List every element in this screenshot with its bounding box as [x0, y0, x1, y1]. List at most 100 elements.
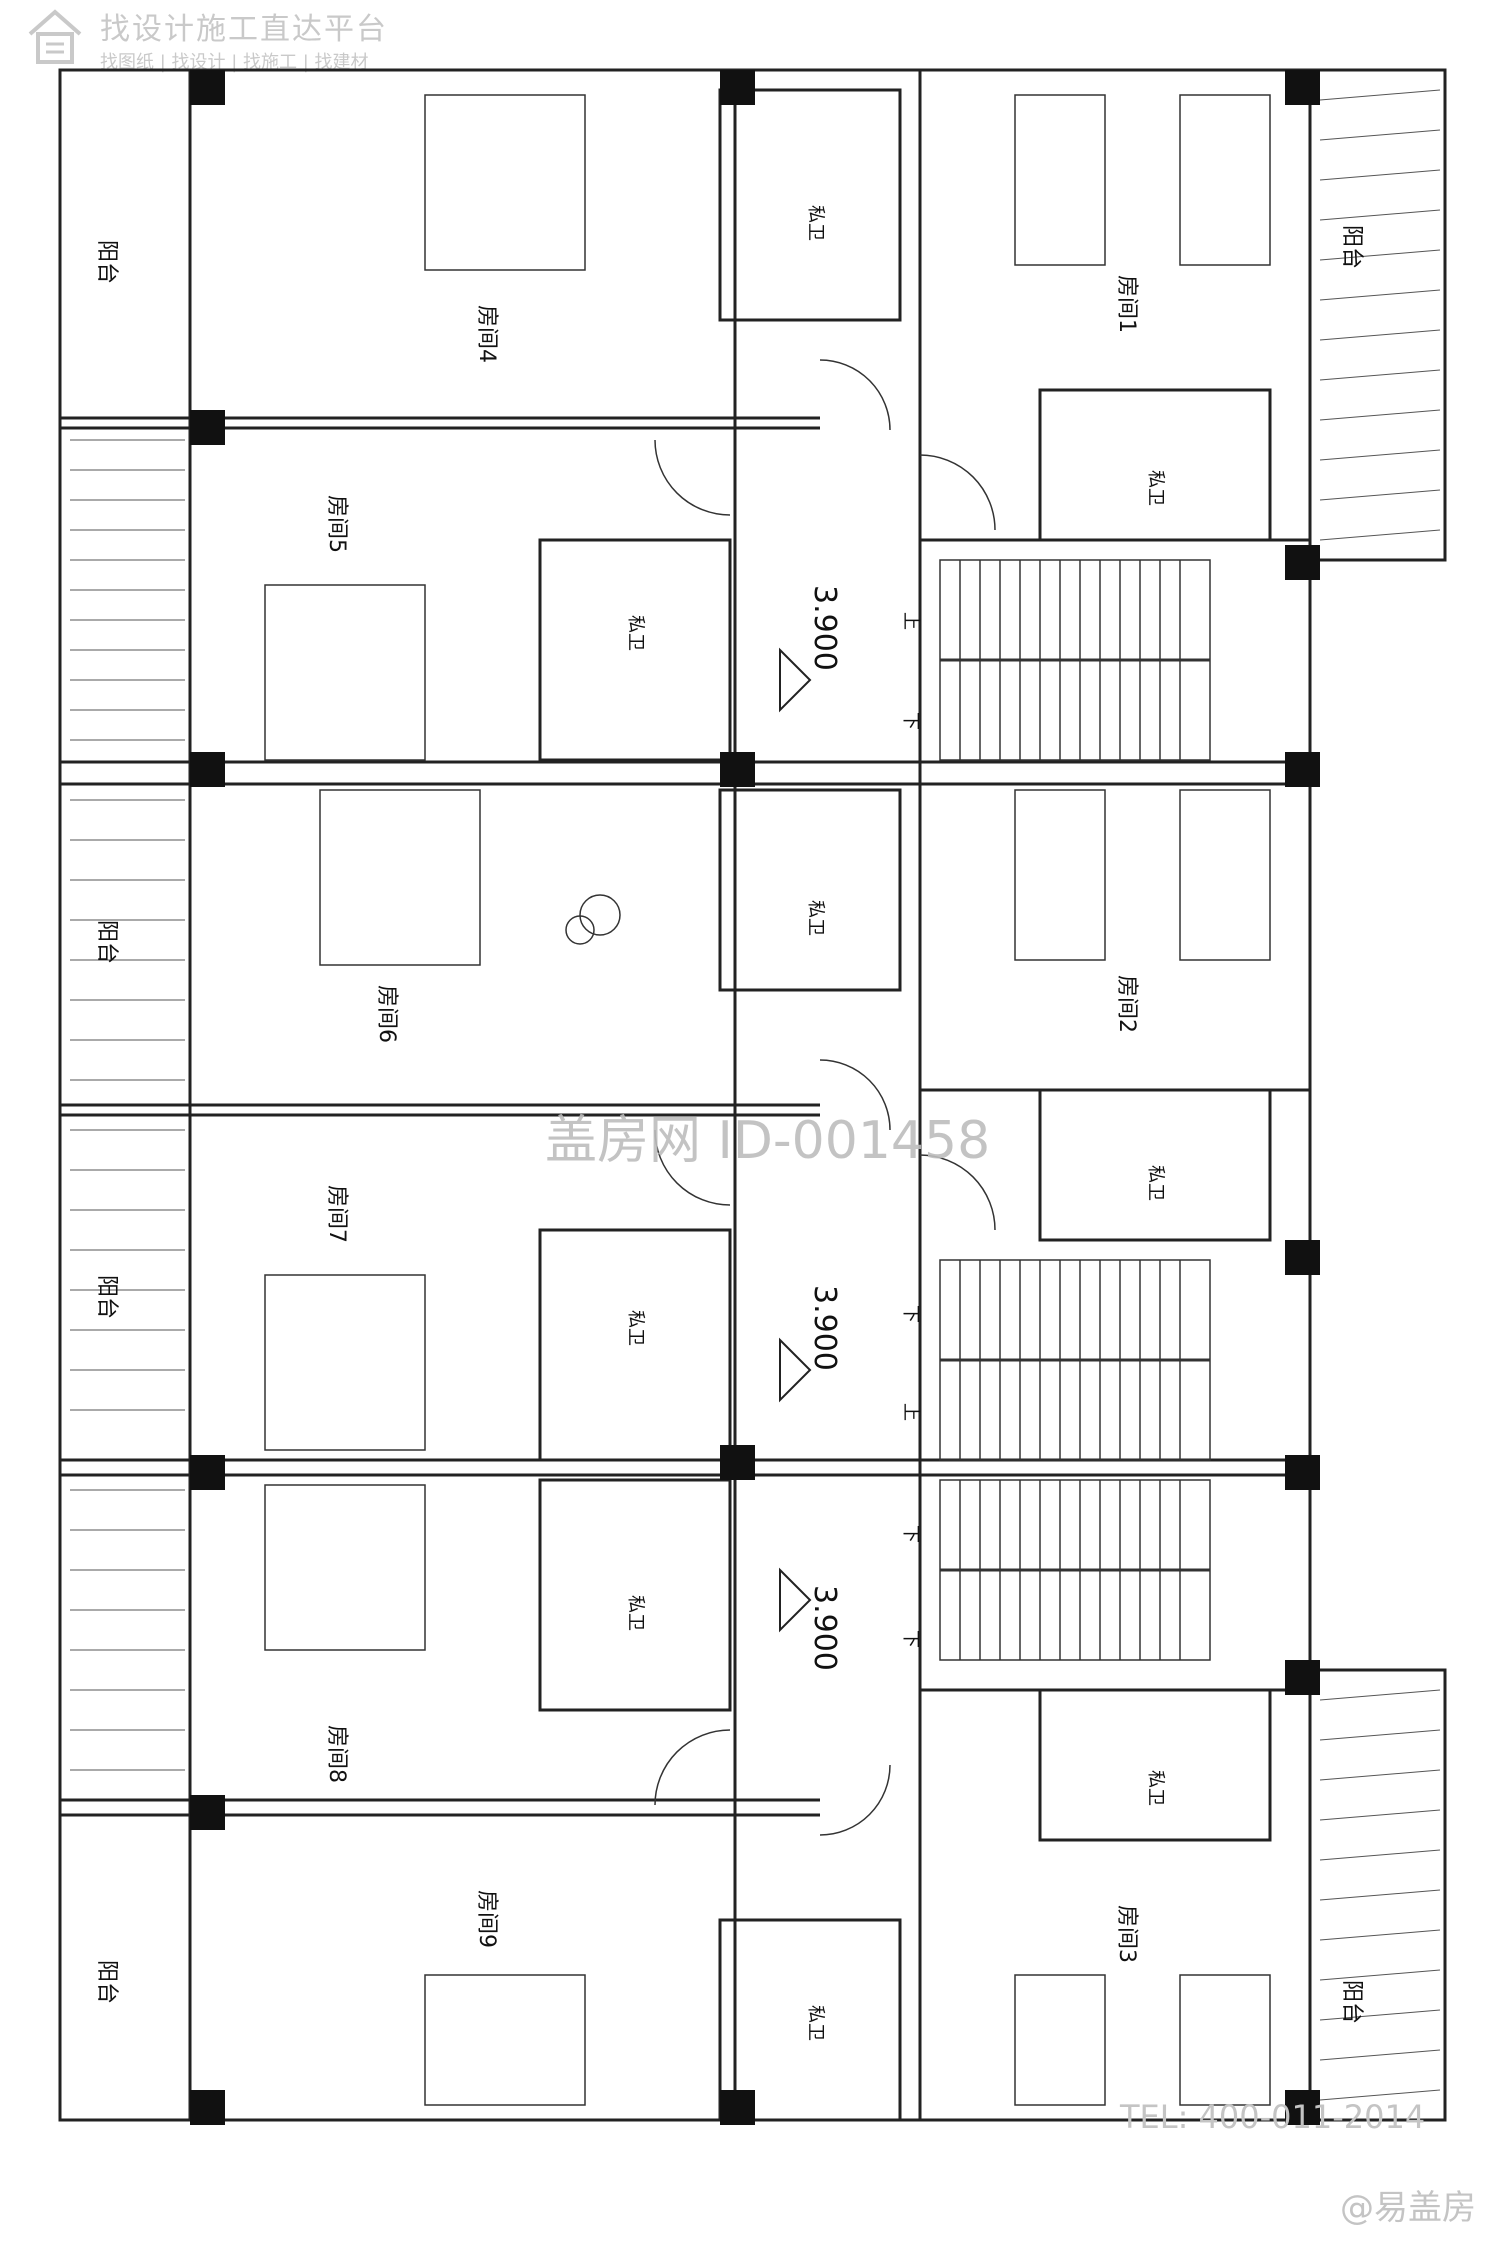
column [1285, 1240, 1320, 1275]
elevation-label: 3.900 [807, 585, 842, 671]
footer-tel: TEL: 400-011-2014 [1120, 2098, 1426, 2136]
bathroom-outline [1038, 1688, 1272, 1842]
column [1285, 752, 1320, 787]
bathroom-outline [538, 1228, 732, 1462]
bath-label: 私卫 [625, 1310, 646, 1346]
bed-icon [1014, 94, 1106, 266]
house-logo-icon [28, 9, 82, 64]
bed-icon [1179, 94, 1271, 266]
room-label: 阳台 [94, 920, 119, 964]
elevation-label: 3.900 [807, 1585, 842, 1671]
elevation-triangle [779, 647, 812, 713]
door-swing [654, 439, 731, 516]
bed-icon [1179, 789, 1271, 961]
bath-label: 私卫 [1145, 470, 1166, 506]
balcony-outline [1308, 1668, 1447, 2122]
bath-label: 私卫 [625, 615, 646, 651]
bathroom-outline [538, 1478, 732, 1712]
bath-label: 私卫 [625, 1595, 646, 1631]
bed-icon [264, 584, 426, 761]
outer-wall [58, 68, 1312, 2122]
column [1285, 1660, 1320, 1695]
balcony-hatching [1319, 89, 1441, 2101]
header-subtitle: 找图纸 | 找设计 | 找施工 | 找建材 [100, 52, 369, 73]
footer-brand: @易盖房 [1340, 2188, 1476, 2228]
door-swing [819, 1059, 891, 1131]
room-label: 阳台 [1339, 225, 1364, 269]
bed-icon [264, 1274, 426, 1451]
elevation-markers [779, 647, 812, 1633]
balcony-outline [1308, 68, 1447, 562]
column [190, 1795, 225, 1830]
column [1285, 2090, 1320, 2125]
room-label: 房间4 [474, 305, 499, 363]
bath-label: 私卫 [805, 2005, 826, 2041]
column [190, 752, 225, 787]
door-swing [919, 1154, 996, 1231]
bed-icon [424, 94, 586, 271]
room-label: 阳台 [94, 1960, 119, 2004]
stair-direction-label: 上 [900, 1403, 921, 1421]
room-label: 房间5 [324, 495, 349, 553]
header: 找设计施工直达平台 找图纸 | 找设计 | 找施工 | 找建材 [20, 4, 450, 76]
round-table-icon [565, 915, 595, 945]
room-label: 阳台 [94, 240, 119, 284]
room-label: 阳台 [1339, 1980, 1364, 2024]
room-label: 房间1 [1114, 275, 1139, 333]
furniture [264, 94, 1271, 2106]
column [720, 752, 755, 787]
column [1285, 70, 1320, 105]
room-label: 房间3 [1114, 1905, 1139, 1963]
bed-icon [264, 1484, 426, 1651]
column [190, 1455, 225, 1490]
column [190, 70, 225, 105]
bathroom-outline [718, 1918, 902, 2122]
bath-label: 私卫 [1145, 1770, 1166, 1806]
column [720, 70, 755, 105]
round-table-icon [579, 894, 621, 936]
door-swing [654, 1129, 731, 1206]
bathroom-outline [1038, 1088, 1272, 1242]
door-swing [919, 454, 996, 531]
stairs [939, 559, 1211, 1661]
bath-label: 私卫 [805, 900, 826, 936]
door-swing [654, 1729, 731, 1806]
elevation-triangle [779, 1567, 812, 1633]
bed-icon [1179, 1974, 1271, 2106]
bed-icon [424, 1974, 586, 2106]
doors [654, 359, 996, 1836]
bed-icon [1014, 789, 1106, 961]
column [190, 410, 225, 445]
stair-direction-label: 下 [900, 1525, 921, 1543]
room-label: 房间8 [324, 1725, 349, 1783]
room-label: 房间2 [1114, 975, 1139, 1033]
balcony-hatching [70, 439, 185, 1771]
bathroom-outline [538, 538, 732, 762]
bed-icon [1014, 1974, 1106, 2106]
room-label: 阳台 [94, 1275, 119, 1319]
door-swing [819, 359, 891, 431]
stair-direction-label: 下 [900, 1630, 921, 1648]
bath-label: 私卫 [805, 205, 826, 241]
room-label: 房间7 [324, 1185, 349, 1243]
bathroom-outline [1038, 388, 1272, 542]
stair-direction-label: 上 [900, 612, 921, 630]
bed-icon [319, 789, 481, 966]
bathroom-outline [718, 788, 902, 992]
bath-label: 私卫 [1145, 1165, 1166, 1201]
stair-direction-label: 下 [900, 712, 921, 730]
elevation-triangle [779, 1337, 812, 1403]
door-swing [819, 1764, 891, 1836]
stair-direction-label: 下 [900, 1305, 921, 1323]
column [1285, 545, 1320, 580]
elevation-label: 3.900 [807, 1285, 842, 1371]
room-label: 房间9 [474, 1890, 499, 1948]
column [190, 2090, 225, 2125]
bathroom-outline [718, 88, 902, 322]
columns [190, 70, 1320, 2125]
column [720, 2090, 755, 2125]
watermark: 盖房网 ID-001458 [545, 1111, 991, 1171]
column [1285, 1455, 1320, 1490]
header-title: 找设计施工直达平台 [100, 12, 388, 47]
